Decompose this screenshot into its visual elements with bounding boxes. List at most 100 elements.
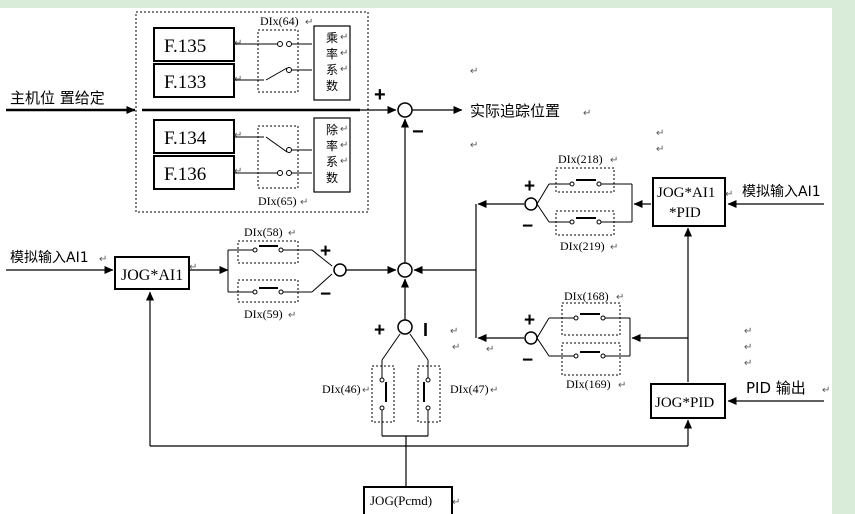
svg-text:↵: ↵ [583, 108, 591, 119]
svg-text:系: 系 [326, 63, 338, 77]
dix65-label: DIx(65) [258, 194, 297, 208]
svg-text:↵: ↵ [744, 358, 752, 369]
dix219-label: DIx(219) [560, 239, 605, 253]
pid-sign-junction: + − [522, 310, 538, 371]
dix64-label: DIx(64) [260, 14, 299, 28]
svg-text:JOG(Pcmd): JOG(Pcmd) [370, 493, 432, 508]
svg-text:↵: ↵ [305, 17, 313, 28]
svg-text:↵: ↵ [744, 326, 752, 337]
svg-text:−: − [522, 350, 533, 371]
svg-text:↵: ↵ [340, 156, 348, 167]
svg-text:JOG*PID: JOG*PID [655, 395, 714, 411]
svg-text:↵: ↵ [288, 310, 296, 321]
ai1-pid-sign-junction: + − [522, 176, 538, 237]
f133-box: F.133 [153, 63, 235, 98]
analog-input-ai1-right-label: 模拟输入AI1 [742, 184, 821, 200]
dix58-label: DIx(58) [244, 225, 283, 239]
svg-text:+: + [374, 320, 385, 341]
svg-text:率: 率 [326, 46, 338, 61]
svg-text:+: + [320, 241, 331, 262]
dix46-dix47-switch-group [371, 333, 441, 423]
jog-ai1-box: JOG*AI1 [114, 256, 190, 290]
svg-text:−: − [320, 284, 331, 305]
pid-output-label: PID 输出 [746, 379, 806, 397]
svg-text:数: 数 [326, 78, 338, 93]
dix46-label: DIx(46) [322, 382, 361, 396]
svg-text:↵: ↵ [288, 228, 296, 239]
svg-text:−: − [522, 216, 533, 237]
svg-text:率: 率 [326, 138, 338, 153]
jog-pcmd-box: JOG(Pcmd) [363, 486, 453, 514]
svg-text:↵: ↵ [470, 66, 478, 77]
svg-text:JOG*AI1: JOG*AI1 [121, 267, 183, 284]
master-position-label: 主机位 置给定 [10, 89, 105, 107]
svg-text:↵: ↵ [452, 497, 460, 508]
top-summing-junction: + − [374, 84, 424, 143]
svg-text:+: + [524, 176, 535, 197]
svg-text:乘: 乘 [326, 31, 338, 45]
svg-text:↵: ↵ [610, 242, 618, 253]
analog-input-ai1-left-label: 模拟输入AI1 [10, 250, 89, 266]
svg-text:数: 数 [326, 170, 338, 185]
multiplier-coefficient-box: 乘 率 系 数 [313, 25, 351, 101]
svg-text:↵: ↵ [618, 380, 626, 391]
dix47-label: DIx(47) [450, 382, 489, 396]
svg-text:系: 系 [326, 155, 338, 169]
svg-text:↵: ↵ [340, 32, 348, 43]
dix59-label: DIx(59) [244, 307, 283, 321]
dix65-selector [257, 125, 312, 189]
svg-text:↵: ↵ [744, 342, 752, 353]
f135-box: F.135 [153, 27, 235, 62]
svg-text:↵: ↵ [470, 140, 478, 151]
central-summing-junction [397, 262, 413, 278]
svg-text:↵: ↵ [725, 189, 733, 200]
svg-text:↵: ↵ [452, 342, 460, 353]
svg-text:↵: ↵ [340, 64, 348, 75]
svg-text:↵: ↵ [340, 48, 348, 59]
dix168-label: DIx(168) [564, 289, 609, 303]
f134-box: F.134 [153, 119, 235, 154]
dix58-dix59-switch-group [227, 240, 333, 303]
divider-coefficient-box: 除 率 系 数 [313, 117, 351, 193]
svg-text:+: + [524, 310, 535, 331]
f136-box: F.136 [153, 155, 235, 190]
svg-text:JOG*AI1: JOG*AI1 [657, 185, 715, 201]
svg-text:F.135: F.135 [164, 36, 206, 57]
dix169-label: DIx(169) [566, 377, 611, 391]
dix218-label: DIx(218) [558, 152, 603, 166]
svg-text:↵: ↵ [822, 385, 830, 396]
actual-tracking-position-label: 实际追踪位置 [470, 102, 560, 120]
dix64-selector [257, 29, 312, 93]
jog-sign-junction: + I [374, 319, 428, 341]
svg-text:F.133: F.133 [164, 72, 206, 93]
dix168-dix169-switch-group [536, 302, 631, 376]
svg-text:*PID: *PID [669, 205, 701, 221]
svg-text:↵: ↵ [450, 326, 458, 337]
gear-ratio-dashed-box [135, 11, 369, 213]
svg-text:除: 除 [326, 122, 338, 137]
svg-text:↵: ↵ [616, 292, 624, 303]
svg-text:↵: ↵ [340, 124, 348, 135]
svg-text:↵: ↵ [234, 166, 242, 177]
svg-text:↵: ↵ [300, 197, 308, 208]
svg-text:↵: ↵ [340, 140, 348, 151]
svg-text:↵: ↵ [189, 262, 197, 273]
svg-text:+: + [374, 84, 386, 106]
svg-text:↵: ↵ [486, 344, 494, 355]
svg-text:↵: ↵ [99, 254, 107, 265]
jog-pid-box: JOG*PID [650, 383, 726, 419]
svg-text:−: − [412, 121, 424, 143]
svg-text:↵: ↵ [656, 128, 664, 139]
svg-text:↵: ↵ [362, 385, 370, 396]
jog-ai1-pid-box: JOG*AI1 *PID [652, 177, 726, 227]
svg-text:↵: ↵ [610, 155, 618, 166]
svg-text:I: I [423, 320, 428, 340]
svg-text:↵: ↵ [234, 130, 242, 141]
ai1-sign-junction: + − [320, 241, 347, 305]
svg-text:F.136: F.136 [164, 164, 206, 185]
svg-text:↵: ↵ [490, 385, 498, 396]
dix218-dix219-switch-group [536, 167, 633, 236]
svg-text:F.134: F.134 [164, 128, 207, 149]
